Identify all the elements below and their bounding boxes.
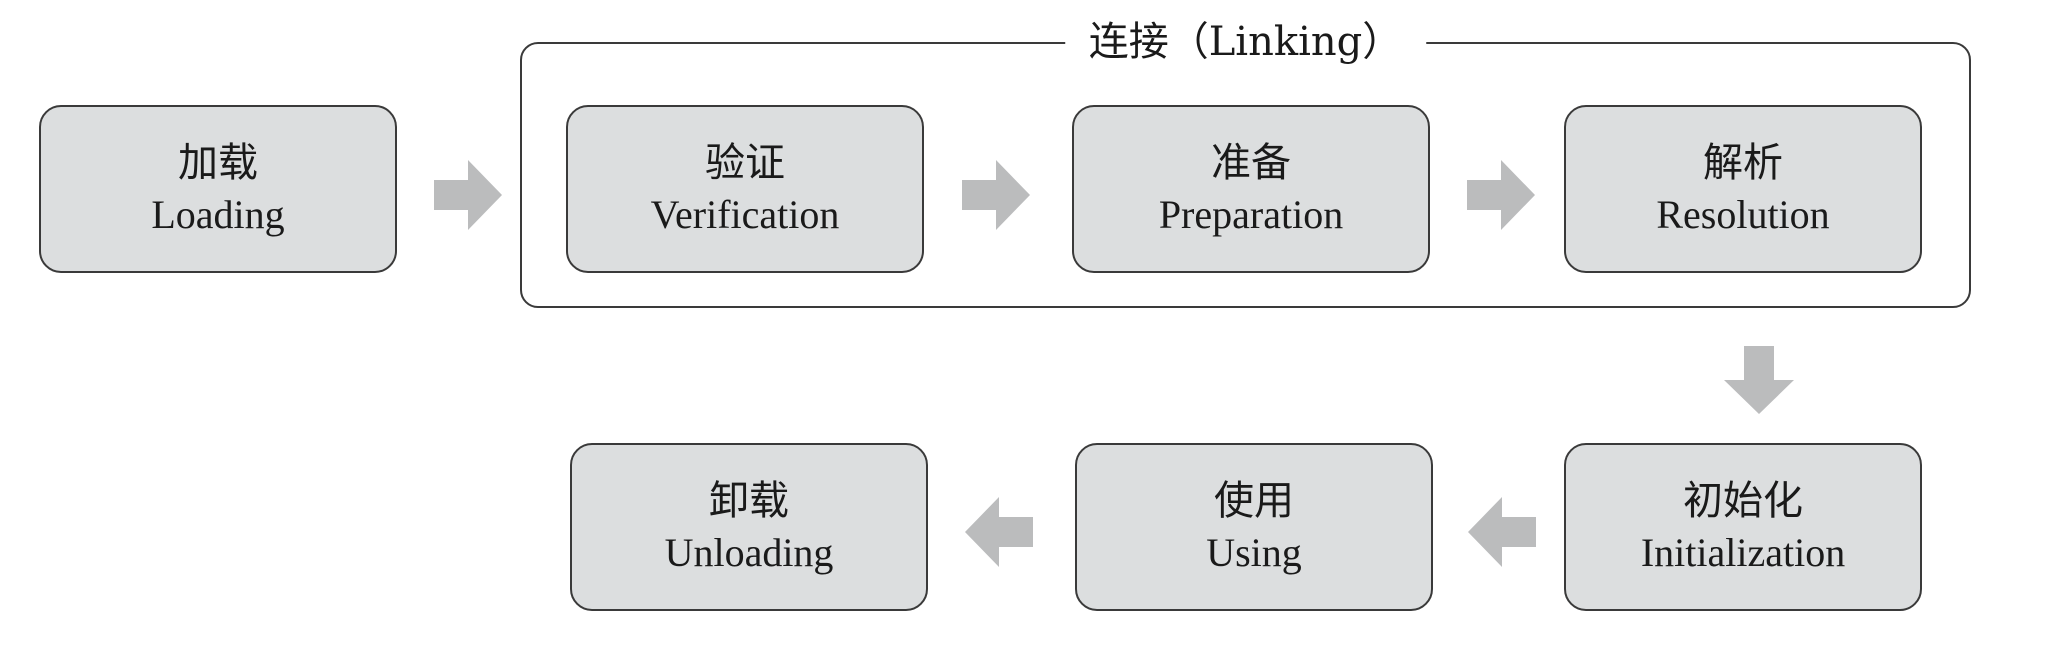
arrow-right-icon (962, 160, 1030, 230)
stage-label-en: Using (1206, 530, 1302, 575)
stage-label-en: Initialization (1640, 530, 1846, 575)
stage-label-en: Unloading (664, 530, 834, 575)
stage-label-zh: 初始化 (1683, 478, 1803, 524)
arrow-down-icon (1724, 346, 1794, 414)
arrow-right-icon (1467, 160, 1535, 230)
stage-resolution: 解析 Resolution (1564, 105, 1922, 273)
stage-label-zh: 使用 (1214, 478, 1294, 524)
arrow-left-icon (965, 497, 1033, 567)
stage-using: 使用 Using (1075, 443, 1433, 611)
linking-group: 连接（Linking） (520, 14, 1971, 308)
arrow-right-icon (434, 160, 502, 230)
stage-label-en: Verification (650, 192, 840, 237)
stage-label-zh: 验证 (705, 140, 785, 186)
stage-label-zh: 卸载 (709, 478, 789, 524)
stage-label-zh: 解析 (1703, 140, 1783, 186)
stage-preparation: 准备 Preparation (1072, 105, 1430, 273)
stage-label-zh: 准备 (1211, 140, 1291, 186)
stage-label-en: Resolution (1656, 192, 1830, 237)
linking-group-title: 连接（Linking） (1064, 14, 1427, 70)
stage-initialization: 初始化 Initialization (1564, 443, 1922, 611)
arrow-left-icon (1468, 497, 1536, 567)
stage-label-zh: 加载 (178, 140, 258, 186)
stage-label-en: Loading (151, 192, 285, 237)
stage-unloading: 卸载 Unloading (570, 443, 928, 611)
stage-label-en: Preparation (1158, 192, 1344, 237)
stage-loading: 加载 Loading (39, 105, 397, 273)
stage-verification: 验证 Verification (566, 105, 924, 273)
